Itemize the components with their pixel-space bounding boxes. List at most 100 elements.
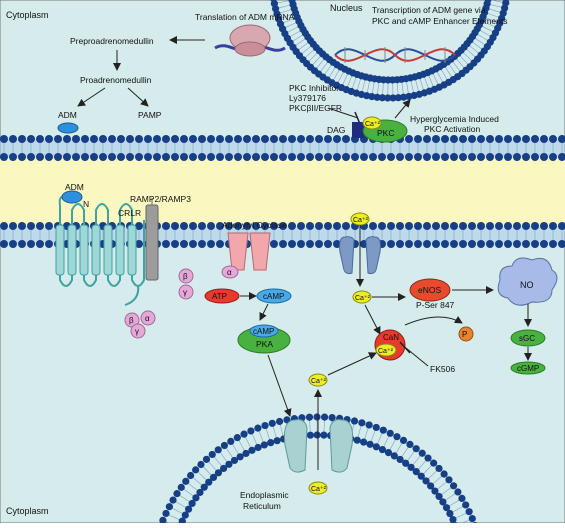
plasma-membrane-bottom-head <box>324 240 332 248</box>
plasma-membrane-top-head <box>270 153 278 161</box>
plasma-membrane-top-head <box>513 153 521 161</box>
plasma-membrane-top-head <box>360 153 368 161</box>
label-pamp: PAMP <box>138 110 162 120</box>
label-adm-top: ADM <box>58 110 77 120</box>
plasma-membrane-bottom-head <box>162 240 170 248</box>
plasma-membrane-top-head <box>333 135 341 143</box>
plasma-membrane-bottom-head <box>288 222 296 230</box>
plasma-membrane-bottom-head <box>441 240 449 248</box>
er-membrane-head <box>221 442 228 449</box>
plasma-membrane-bottom-head <box>450 222 458 230</box>
plasma-membrane-top-head <box>288 135 296 143</box>
plasma-membrane-bottom-head <box>171 222 179 230</box>
plasma-membrane-bottom-head <box>414 222 422 230</box>
plasma-membrane-top-head <box>486 135 494 143</box>
plasma-membrane-bottom-head <box>477 222 485 230</box>
plasma-membrane-top-head <box>477 153 485 161</box>
plasma-membrane-top-head <box>261 135 269 143</box>
plasma-membrane-bottom-head <box>9 222 17 230</box>
er-membrane-head <box>406 441 413 448</box>
plasma-membrane-top-head <box>54 135 62 143</box>
plasma-membrane-bottom-head <box>387 240 395 248</box>
plasma-membrane-top-head <box>450 153 458 161</box>
plasma-membrane-bottom-head <box>333 222 341 230</box>
plasma-membrane-top-head <box>351 153 359 161</box>
plasma-membrane-top-head <box>414 153 422 161</box>
plasma-membrane-top-head <box>45 153 53 161</box>
er-membrane-head <box>354 437 361 444</box>
plasma-membrane-top-head <box>18 135 26 143</box>
label-proadrenomedullin: Proadrenomedullin <box>80 75 152 85</box>
plasma-membrane-bottom-head <box>189 240 197 248</box>
label-dag: DAG <box>327 125 345 135</box>
plasma-membrane-top-head <box>468 135 476 143</box>
plasma-membrane-top-head <box>252 135 260 143</box>
plasma-membrane-top-head <box>279 153 287 161</box>
plasma-membrane-bottom-head <box>486 222 494 230</box>
plasma-membrane-top-head <box>135 135 143 143</box>
er-membrane-head <box>469 515 476 522</box>
plasma-membrane-top-head <box>144 153 152 161</box>
plasma-membrane-top-head <box>180 135 188 143</box>
er-membrane-head <box>400 437 407 444</box>
plasma-membrane-top-head <box>297 135 305 143</box>
plasma-membrane-top-head <box>549 153 557 161</box>
plasma-membrane-bottom-head <box>504 240 512 248</box>
er-membrane-head <box>248 447 255 454</box>
plasma-membrane-top-head <box>27 135 35 143</box>
er-membrane-head <box>267 439 274 446</box>
label-alpha-2: α <box>145 314 150 323</box>
plasma-membrane-top-head <box>234 153 242 161</box>
label-cytoplasm-top: Cytoplasm <box>6 10 49 20</box>
plasma-membrane-bottom-head <box>27 240 35 248</box>
label-n-terminal: N <box>83 199 89 209</box>
plasma-membrane-top-head <box>459 153 467 161</box>
label-gamma-2: γ <box>135 327 139 336</box>
plasma-membrane-bottom-head <box>315 240 323 248</box>
plasma-membrane-bottom-head <box>378 222 386 230</box>
plasma-membrane-top-head <box>27 153 35 161</box>
label-pka: PKA <box>256 339 273 349</box>
plasma-membrane-bottom-head <box>540 240 548 248</box>
plasma-membrane-top-head <box>162 135 170 143</box>
plasma-membrane-top-head <box>450 135 458 143</box>
label-pkc-inhibitor-3: PKCβII/EGFR <box>289 103 342 113</box>
label-adm-receptor: ADM <box>65 182 84 192</box>
label-cytoplasm-bottom: Cytoplasm <box>6 506 49 516</box>
plasma-membrane-bottom-head <box>522 222 530 230</box>
er-membrane-head <box>314 431 321 438</box>
plasma-membrane-top-head <box>72 135 80 143</box>
plasma-membrane-bottom-head <box>495 240 503 248</box>
plasma-membrane-top-head <box>297 153 305 161</box>
plasma-membrane-bottom-head <box>270 240 278 248</box>
plasma-membrane-bottom-head <box>540 222 548 230</box>
plasma-membrane-top-head <box>225 153 233 161</box>
er-membrane-head <box>247 427 254 434</box>
plasma-membrane-top-head <box>171 153 179 161</box>
plasma-membrane-top-head <box>504 135 512 143</box>
plasma-membrane-top-head <box>477 135 485 143</box>
plasma-membrane-top-head <box>63 153 71 161</box>
plasma-membrane-bottom-head <box>513 240 521 248</box>
plasma-membrane-top-head <box>441 135 449 143</box>
label-hyperglycemia-1: Hyperglycemia Induced <box>410 114 499 124</box>
plasma-membrane-top-head <box>171 135 179 143</box>
er-membrane-head <box>261 422 268 429</box>
label-ca-channel: Ca⁺² <box>353 217 369 224</box>
label-camp-1: cAMP <box>263 292 284 301</box>
plasma-membrane-top-head <box>306 153 314 161</box>
label-no: NO <box>520 280 534 290</box>
plasma-membrane-bottom-head <box>504 222 512 230</box>
plasma-membrane-top-head <box>18 153 26 161</box>
plasma-membrane-top-head <box>207 135 215 143</box>
er-membrane-head <box>227 438 234 445</box>
plasma-membrane-top-head <box>423 153 431 161</box>
er-membrane-head <box>178 484 185 491</box>
adm-peptide-icon <box>58 123 78 133</box>
plasma-membrane-bottom-head <box>324 222 332 230</box>
er-membrane-head <box>387 430 394 437</box>
plasma-membrane-top-head <box>162 153 170 161</box>
plasma-membrane-bottom-head <box>45 240 53 248</box>
label-hyperglycemia-2: PKC Activation <box>424 124 480 134</box>
plasma-membrane-bottom-head <box>468 240 476 248</box>
